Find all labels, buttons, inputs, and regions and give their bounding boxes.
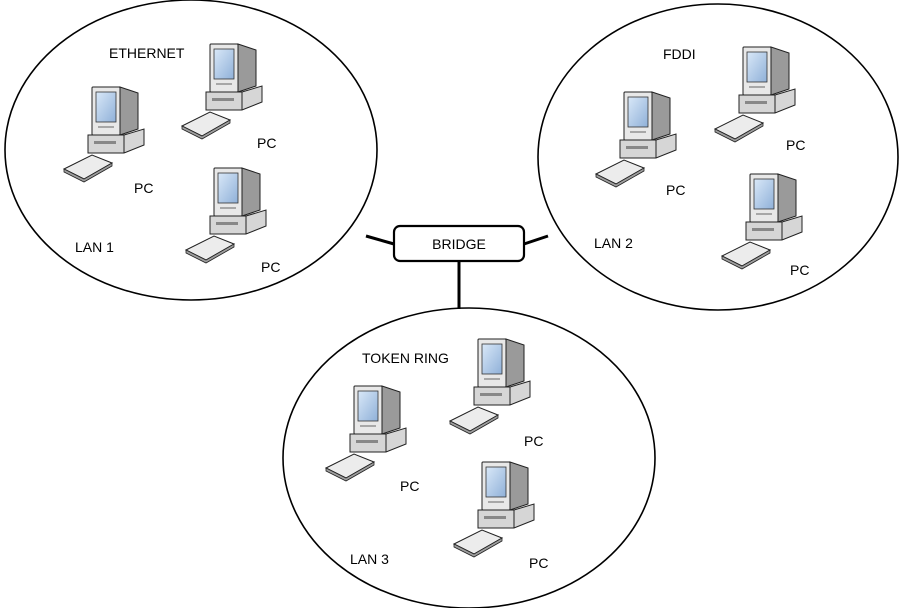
lan-2-boundary <box>537 3 899 311</box>
link-bridge-lan1 <box>365 234 395 246</box>
pc-label: PC <box>400 478 419 494</box>
lan-2-network: FDDI LAN 2 PC PC PC <box>537 3 899 311</box>
lan-3-name-label: LAN 3 <box>350 551 389 567</box>
lan-3-network: TOKEN RING LAN 3 PC PC PC <box>282 307 656 608</box>
pc-label: PC <box>786 137 805 153</box>
desktop-pc-icon <box>185 167 267 264</box>
pc-label: PC <box>666 182 685 198</box>
desktop-pc-icon <box>181 43 263 140</box>
bridge-box <box>392 224 526 263</box>
desktop-pc-icon <box>325 385 407 482</box>
pc-label: PC <box>524 433 543 449</box>
desktop-pc-icon <box>595 91 677 188</box>
desktop-pc-icon <box>721 173 803 270</box>
pc-label: PC <box>257 135 276 151</box>
pc-label: PC <box>529 555 548 571</box>
lan-2-name-label: LAN 2 <box>594 235 633 251</box>
bridge-node: BRIDGE <box>392 224 526 263</box>
lan-2-type-label: FDDI <box>663 46 696 62</box>
lan-1-network: ETHERNET LAN 1 PC PC PC <box>4 0 378 301</box>
lan-3-type-label: TOKEN RING <box>362 350 449 366</box>
desktop-pc-icon <box>449 338 531 435</box>
link-bridge-lan2 <box>523 234 549 246</box>
pc-label: PC <box>790 262 809 278</box>
pc-label: PC <box>134 180 153 196</box>
lan-1-name-label: LAN 1 <box>75 239 114 255</box>
lan-3-boundary <box>282 307 656 608</box>
bridge-label: BRIDGE <box>432 236 486 252</box>
desktop-pc-icon <box>63 86 145 183</box>
desktop-pc-icon <box>453 461 535 558</box>
lan-1-boundary <box>4 0 378 301</box>
lan-1-type-label: ETHERNET <box>109 45 185 61</box>
pc-label: PC <box>261 259 280 275</box>
desktop-pc-icon <box>714 46 796 143</box>
